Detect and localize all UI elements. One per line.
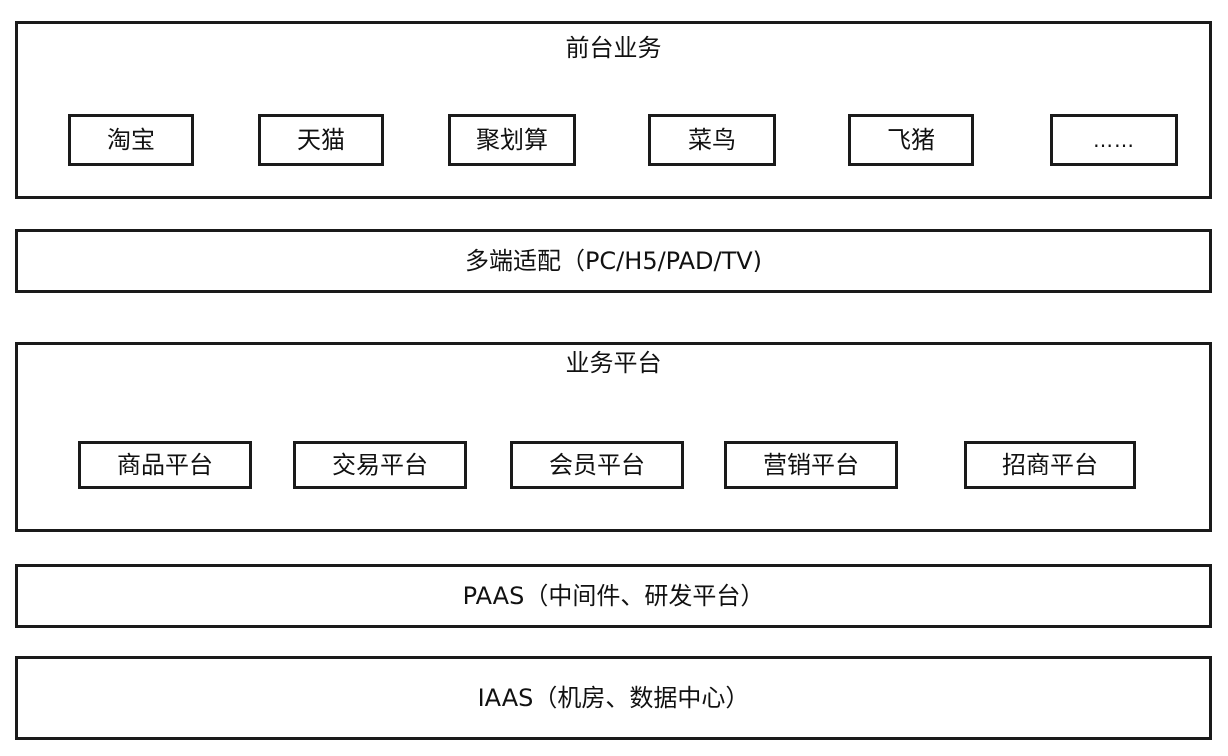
paas-label: PAAS（中间件、研发平台） bbox=[462, 582, 765, 610]
business-platform-title: 业务平台 bbox=[565, 349, 662, 377]
platform-item-trade: 交易平台 bbox=[293, 441, 467, 489]
frontend-item-cainiao: 菜鸟 bbox=[648, 114, 776, 166]
iaas-label: IAAS（机房、数据中心） bbox=[477, 684, 750, 712]
frontend-business-title: 前台业务 bbox=[565, 34, 662, 62]
platform-item-merchant: 招商平台 bbox=[964, 441, 1136, 489]
frontend-item-taobao: 淘宝 bbox=[68, 114, 194, 166]
multi-device-adapter-label: 多端适配（PC/H5/PAD/TV) bbox=[464, 247, 763, 275]
platform-item-member: 会员平台 bbox=[510, 441, 684, 489]
frontend-item-more: …… bbox=[1050, 114, 1178, 166]
iaas-layer: IAAS（机房、数据中心） bbox=[15, 656, 1212, 740]
multi-device-adapter-layer: 多端适配（PC/H5/PAD/TV) bbox=[15, 229, 1212, 293]
frontend-item-tmall: 天猫 bbox=[258, 114, 384, 166]
business-platform-layer: 业务平台 商品平台 交易平台 会员平台 营销平台 招商平台 bbox=[15, 342, 1212, 532]
frontend-business-layer: 前台业务 淘宝 天猫 聚划算 菜鸟 飞猪 …… bbox=[15, 21, 1212, 199]
platform-item-marketing: 营销平台 bbox=[724, 441, 898, 489]
frontend-item-juhuasuan: 聚划算 bbox=[448, 114, 576, 166]
frontend-item-fliggy: 飞猪 bbox=[848, 114, 974, 166]
platform-item-product: 商品平台 bbox=[78, 441, 252, 489]
paas-layer: PAAS（中间件、研发平台） bbox=[15, 564, 1212, 628]
